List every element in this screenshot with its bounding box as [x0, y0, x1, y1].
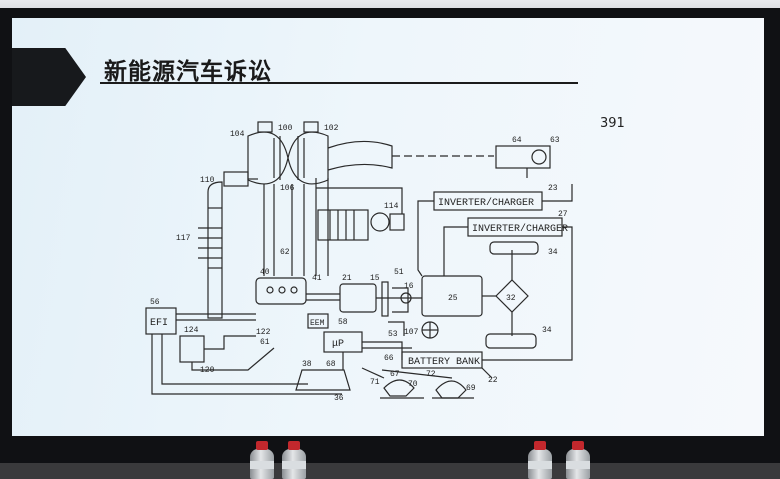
ref-100: 100: [278, 124, 293, 133]
ref-16: 16: [404, 282, 414, 291]
ref-107: 107: [404, 328, 419, 337]
ref-62: 62: [280, 248, 290, 257]
microprocessor-label: μP: [332, 339, 344, 350]
eem-label: EEM: [310, 319, 325, 328]
ref-70: 70: [408, 380, 418, 389]
ref-110: 110: [200, 176, 215, 185]
water-bottle: [282, 441, 306, 479]
ref-21: 21: [342, 274, 352, 283]
ref-106: 106: [280, 184, 295, 193]
ref-15: 15: [370, 274, 380, 283]
battery-bank-label: BATTERY BANK: [408, 357, 480, 368]
page-number: 391: [600, 116, 625, 131]
ref-56: 56: [150, 298, 160, 307]
engine-block: [255, 277, 307, 305]
ref-102: 102: [324, 124, 339, 133]
ref-68: 68: [326, 360, 336, 369]
ref-53: 53: [388, 330, 398, 339]
ref-25: 25: [448, 294, 458, 303]
ref-27: 27: [558, 210, 568, 219]
ref-61: 61: [260, 338, 270, 347]
ref-72: 72: [426, 370, 436, 379]
fuel-tank: [295, 369, 351, 391]
foreground-bottles: [0, 440, 780, 479]
ref-114: 114: [384, 202, 399, 211]
ref-117: 117: [176, 234, 191, 243]
ref-66: 66: [384, 354, 394, 363]
ref-122: 122: [256, 328, 271, 337]
patent-drawing-labels: INVERTER/CHARGER INVERTER/CHARGER BATTER…: [150, 124, 568, 403]
ref-36: 36: [334, 394, 344, 403]
ref-38: 38: [302, 360, 312, 369]
eem-box: [307, 313, 329, 329]
efi-box: [145, 307, 177, 335]
ref-71: 71: [370, 378, 380, 387]
slide-title: 新能源汽车诉讼: [104, 59, 272, 85]
ref-104: 104: [230, 130, 245, 139]
ref-51: 51: [394, 268, 404, 277]
water-bottle: [528, 441, 552, 479]
ref-64: 64: [512, 136, 522, 145]
ref-34-bottom: 34: [542, 326, 552, 335]
ref-34-top: 34: [548, 248, 558, 257]
ref-120: 120: [200, 366, 215, 375]
ref-23: 23: [548, 184, 558, 193]
ref-124: 124: [184, 326, 199, 335]
ref-63: 63: [550, 136, 560, 145]
ref-40: 40: [260, 268, 270, 277]
ref-67: 67: [390, 370, 400, 379]
ref-41: 41: [312, 274, 322, 283]
efi-label: EFI: [150, 318, 168, 329]
inverter-charger-label-2: INVERTER/CHARGER: [472, 223, 568, 235]
water-bottle: [566, 441, 590, 479]
water-bottle: [250, 441, 274, 479]
patent-drawing: [145, 121, 573, 399]
ref-69: 69: [466, 384, 476, 393]
ref-58: 58: [338, 318, 348, 327]
inverter-charger-label-1: INVERTER/CHARGER: [438, 197, 534, 209]
turbocharger: [247, 121, 393, 185]
projected-slide: 新能源汽车诉讼 391: [12, 18, 764, 436]
ref-22: 22: [488, 376, 498, 385]
title-underline: [100, 82, 578, 84]
ref-32: 32: [506, 294, 516, 303]
